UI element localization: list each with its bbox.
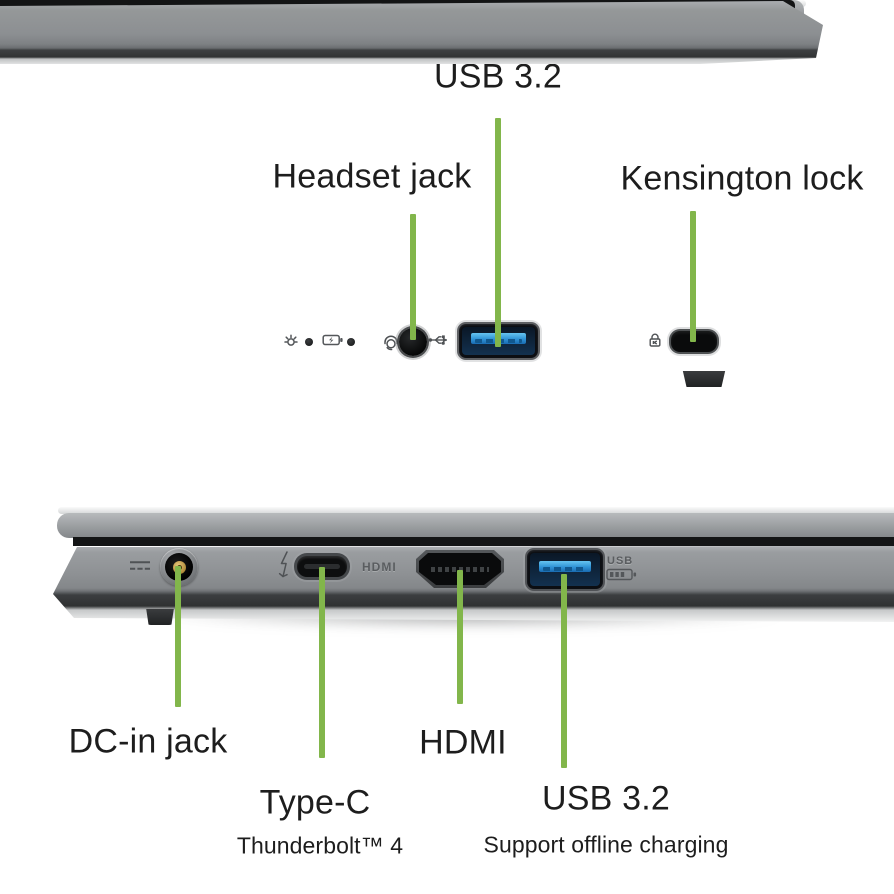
- label-headset-jack: Headset jack: [272, 157, 472, 196]
- headset-icon: [384, 335, 398, 351]
- bottom-laptop-hinge-gap: [73, 537, 894, 546]
- kensington-lock-icon: [649, 333, 661, 347]
- type-c-callout-line: [319, 567, 325, 758]
- usb-top-callout-line: [495, 118, 501, 347]
- usb-c-port: [297, 556, 347, 577]
- power-led: [305, 338, 313, 346]
- usb-bottom-callout-line: [561, 574, 567, 768]
- label-kensington-lock: Kensington lock: [620, 159, 864, 198]
- offline-charging-battery-icon: [606, 568, 637, 581]
- label-type-c: Type-C: [259, 783, 371, 822]
- label-hdmi: HDMI: [419, 723, 507, 762]
- dc-power-icon: [130, 561, 150, 570]
- usb-trident-icon: [428, 335, 447, 345]
- top-laptop-body: [0, 1, 823, 64]
- label-thunderbolt-4: Thunderbolt™ 4: [236, 832, 404, 859]
- usb-a-contacts: [543, 567, 587, 571]
- power-indicator-icon: [284, 334, 298, 346]
- kensington-callout-line: [690, 211, 696, 342]
- headset-callout-line: [410, 214, 416, 340]
- bottom-laptop-lid-highlight: [58, 507, 894, 514]
- battery-indicator-icon: [322, 334, 343, 346]
- top-laptop-rubber-foot: [682, 371, 726, 387]
- usb-a-tongue: [539, 561, 591, 572]
- hdmi-molded-text: HDMI: [362, 560, 397, 574]
- usb-molded-text: USB: [607, 555, 634, 567]
- label-support-offline-charging: Support offline charging: [483, 831, 729, 858]
- label-dc-in-jack: DC-in jack: [68, 722, 228, 761]
- battery-led: [347, 338, 355, 346]
- hdmi-callout-line: [457, 570, 463, 704]
- bottom-laptop-lid-edge: [57, 513, 894, 538]
- bottom-laptop-rubber-foot: [146, 609, 174, 625]
- thunderbolt-icon: [278, 551, 288, 578]
- dc-in-callout-line: [175, 566, 181, 707]
- label-usb-bottom: USB 3.2: [541, 779, 671, 818]
